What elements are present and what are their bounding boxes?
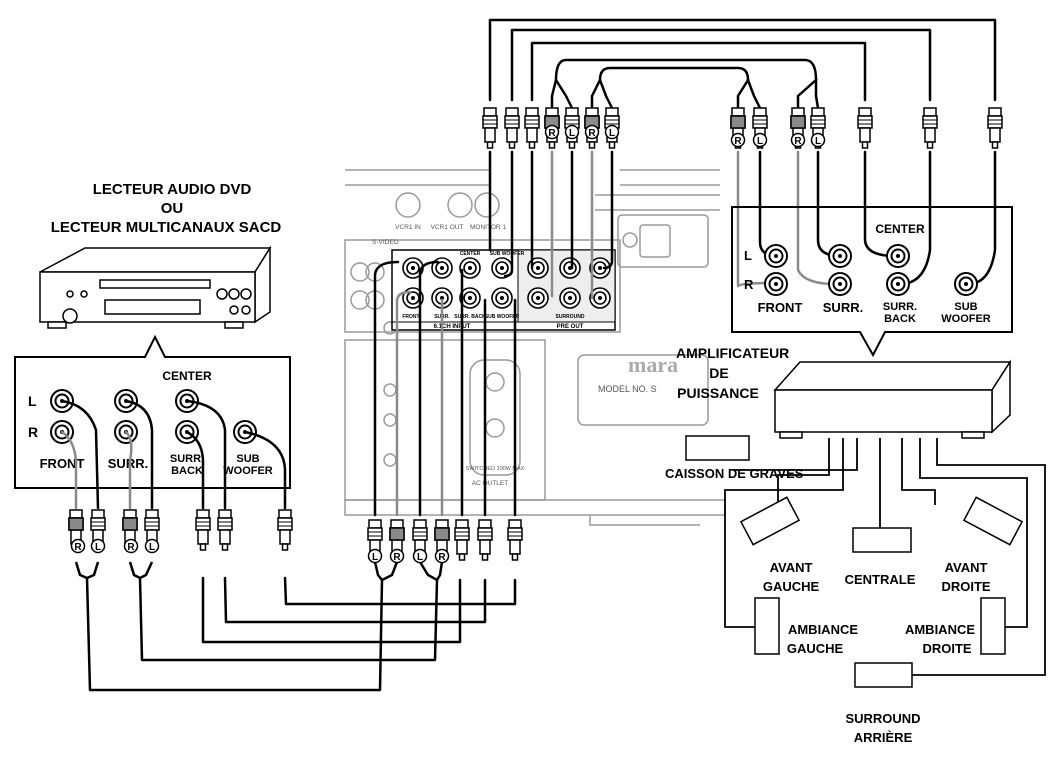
s-video-label: S-VIDEO xyxy=(372,239,399,246)
plug-marker-r: R xyxy=(734,136,742,147)
receiver-connector-block xyxy=(391,249,616,331)
front-right-label-2: DROITE xyxy=(941,579,990,594)
source-to-receiver-cables xyxy=(60,260,517,692)
plug-marker-l: L xyxy=(417,552,423,563)
center-speaker-label: CENTRALE xyxy=(845,572,916,587)
surr-back-label-2: ARRIÈRE xyxy=(854,730,913,745)
receiver-preout-plugs xyxy=(482,76,620,149)
surr-right-label-2: DROITE xyxy=(922,641,971,656)
amplifier-title-line-1: AMPLIFICATEUR xyxy=(676,345,789,361)
plug-marker-l: L xyxy=(569,128,575,139)
surround-left-speaker xyxy=(754,597,780,655)
amp-input-plugs xyxy=(730,77,1003,149)
plug-marker-l: L xyxy=(95,542,101,553)
amp-center-label: CENTER xyxy=(875,222,925,236)
surr-back-label-1: SURROUND xyxy=(845,711,920,726)
plug-marker-r: R xyxy=(74,542,82,553)
dvd-player xyxy=(39,245,272,329)
surr-left-label-2: GAUCHE xyxy=(787,641,844,656)
rcv-surround-label: SURROUND xyxy=(556,314,585,320)
rcv-center-label: CENTER xyxy=(460,251,481,257)
source-plugs xyxy=(68,509,293,551)
receiver-rear-panel xyxy=(344,169,726,526)
rcv-sub-woofer-label: SUB WOOFER xyxy=(485,314,520,320)
source-title-line-3: LECTEUR MULTICANAUX SACD xyxy=(51,219,282,236)
plug-marker-r: R xyxy=(588,128,596,139)
vcr1-in-label: VCR1 IN xyxy=(395,224,421,231)
amp-surr-label: SURR. xyxy=(823,300,863,315)
surround-back-speaker xyxy=(854,662,913,688)
amplifier-title-line-3: PUISSANCE xyxy=(677,385,759,401)
vcr1-out-label: VCR1 OUT xyxy=(431,224,464,231)
front-right-label-1: AVANT xyxy=(945,560,988,575)
source-surr-label: SURR. xyxy=(108,456,148,471)
source-sub-label-1: SUB xyxy=(236,453,259,465)
subwoofer-speaker xyxy=(685,435,750,461)
amp-surr-back-label-1: SURR. xyxy=(883,301,917,313)
speakers xyxy=(685,435,1024,688)
source-surr-back-label-2: BACK xyxy=(171,465,203,477)
plug-marker-l: L xyxy=(372,552,378,563)
plug-marker-r: R xyxy=(794,136,802,147)
front-left-label-1: AVANT xyxy=(770,560,813,575)
source-y-splitters xyxy=(74,561,444,582)
plug-marker-l: L xyxy=(609,128,615,139)
ac-outlet-label: AC OUTLET xyxy=(472,480,509,487)
amp-sub-label-2: WOOFER xyxy=(941,313,991,325)
brand-logo: mara xyxy=(628,352,678,377)
front-left-label-2: GAUCHE xyxy=(763,579,820,594)
amp-r-label: R xyxy=(744,277,754,292)
plug-marker-r: R xyxy=(438,552,446,563)
source-front-label: FRONT xyxy=(40,456,85,471)
subwoofer-label: CAISSON DE GRAVES xyxy=(665,466,804,481)
surr-left-label-1: AMBIANCE xyxy=(788,622,858,637)
amp-surr-back-label-2: BACK xyxy=(884,313,916,325)
front-right-speaker xyxy=(962,496,1024,546)
rcv-surr-back-label: SURR. BACK xyxy=(454,314,486,320)
source-surr-back-label-1: SURR. xyxy=(170,453,204,465)
switched-label: SWITCHED 100W MAX xyxy=(466,466,525,472)
receiver-input-plugs xyxy=(367,519,523,564)
rcv-pre-out-label: PRE OUT xyxy=(557,324,584,330)
surround-right-speaker xyxy=(980,597,1006,655)
amp-front-label: FRONT xyxy=(758,300,803,315)
monitor-label: MONITOR 1 xyxy=(470,224,506,231)
amplifier-title-line-2: DE xyxy=(709,365,728,381)
rcv-sub-woofer-top-label: SUB WOOFER xyxy=(490,251,525,257)
amp-panel xyxy=(731,206,1013,358)
center-speaker xyxy=(852,527,912,553)
front-left-speaker xyxy=(739,496,801,546)
plug-marker-l: L xyxy=(149,542,155,553)
source-title-line-2: OU xyxy=(161,200,184,217)
rcv-input-group-label: 6.1CH INPUT xyxy=(434,324,471,330)
source-r-label: R xyxy=(28,424,38,440)
source-center-label: CENTER xyxy=(162,369,212,383)
power-amplifier xyxy=(773,359,1012,439)
source-sub-label-2: WOOFER xyxy=(223,465,273,477)
source-l-label: L xyxy=(28,393,37,409)
amp-sub-label-1: SUB xyxy=(954,301,977,313)
rcv-front-label: FRONT xyxy=(402,314,419,320)
amp-l-label: L xyxy=(744,248,752,263)
source-panel xyxy=(14,334,291,489)
source-plug-markers xyxy=(70,538,160,554)
plug-marker-l: L xyxy=(757,136,763,147)
plug-marker-r: R xyxy=(127,542,135,553)
surr-right-label-1: AMBIANCE xyxy=(905,622,975,637)
plug-marker-r: R xyxy=(548,128,556,139)
speaker-wires xyxy=(724,438,1046,676)
plug-marker-r: R xyxy=(393,552,401,563)
source-title-line-1: LECTEUR AUDIO DVD xyxy=(93,181,252,198)
plug-marker-l: L xyxy=(815,136,821,147)
model-label: MODEL NO. S xyxy=(598,384,657,394)
